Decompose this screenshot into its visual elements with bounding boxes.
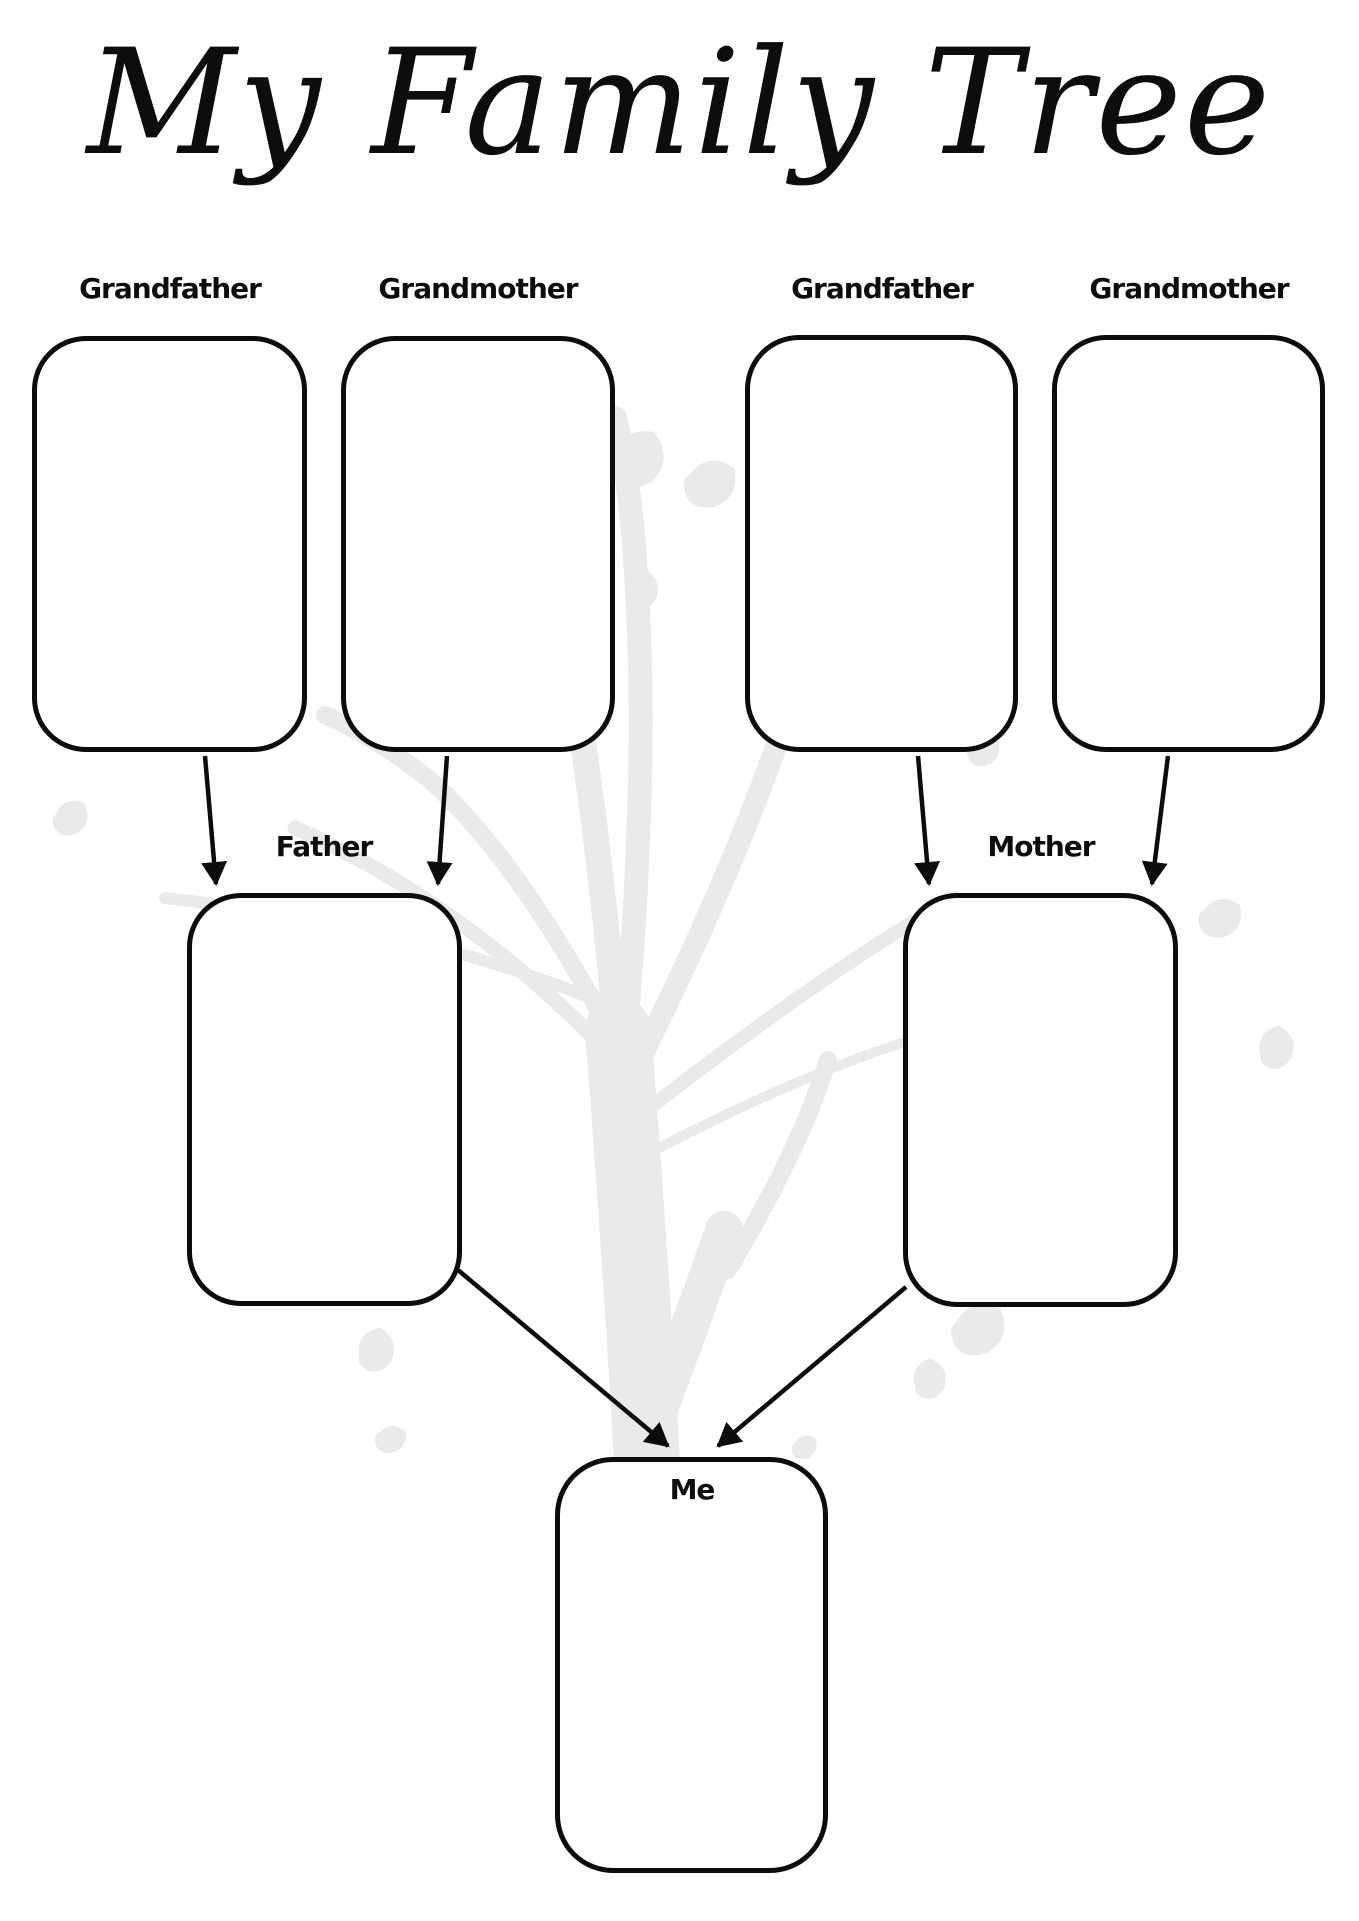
label-me: Me <box>669 1473 716 1506</box>
label-maternal-grandmother: Grandmother <box>1089 272 1289 305</box>
label-maternal-grandfather: Grandfather <box>791 272 974 305</box>
label-paternal-grandfather: Grandfather <box>79 272 262 305</box>
photo-box-paternal-grandfather[interactable] <box>32 336 307 752</box>
photo-box-maternal-grandmother[interactable] <box>1052 335 1325 752</box>
photo-box-maternal-grandfather[interactable] <box>745 335 1018 752</box>
photo-box-mother[interactable] <box>903 893 1178 1307</box>
label-father: Father <box>275 830 373 863</box>
photo-box-me[interactable] <box>555 1457 828 1873</box>
photo-box-father[interactable] <box>187 893 462 1306</box>
page-title: My Family Tree <box>86 18 1273 188</box>
label-mother: Mother <box>987 830 1095 863</box>
photo-box-paternal-grandmother[interactable] <box>341 336 615 752</box>
label-paternal-grandmother: Grandmother <box>378 272 578 305</box>
